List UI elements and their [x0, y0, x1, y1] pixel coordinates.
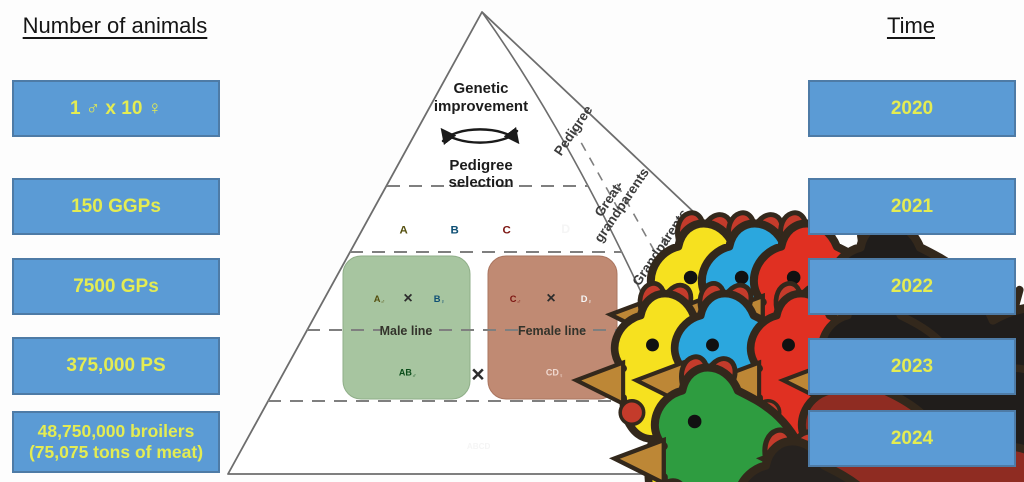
count-box-label: 375,000 PS	[66, 355, 166, 377]
chicken-cd-icon: CD♀	[546, 356, 1024, 482]
pedigree-selection-label2: selection	[448, 174, 513, 191]
cross-symbol: ×	[546, 290, 555, 307]
chicken-c-icon: C	[503, 212, 1024, 482]
count-box-label: 7500 GPs	[73, 275, 159, 297]
cross-symbol: ×	[471, 361, 484, 387]
chicken-abcd-icon: ABCD	[467, 429, 1024, 482]
year-box: 2024	[808, 410, 1016, 467]
count-box: 150 GGPs	[12, 178, 220, 235]
year-box: 2020	[808, 80, 1016, 137]
svg-text:B: B	[451, 224, 459, 236]
count-box-label2: (75,075 tons of meat)	[28, 442, 204, 462]
chicken-a-icon: A	[400, 212, 988, 482]
male-line-label: Male line	[380, 324, 433, 338]
chicken-d-icon: D	[561, 210, 1024, 482]
cross-symbol: ×	[403, 290, 412, 307]
year-box: 2021	[808, 178, 1016, 235]
year-box: 2022	[808, 258, 1016, 315]
count-box: 48,750,000 broilers (75,075 tons of meat…	[12, 411, 220, 473]
chicken-d-female-icon: D♀	[581, 282, 1024, 482]
genetic-improvement-label2: improvement	[434, 98, 528, 115]
chicken-ab-icon: AB♂	[399, 356, 992, 482]
year-box-label: 2022	[890, 275, 934, 297]
svg-text:A: A	[400, 224, 408, 236]
svg-text:CD♀: CD♀	[546, 368, 564, 380]
svg-text:B♀: B♀	[434, 294, 445, 306]
count-box: 1 ♂ x 10 ♀	[12, 80, 220, 137]
chicken-b-icon: B	[451, 212, 1024, 482]
svg-text:A♂: A♂	[374, 294, 385, 306]
count-box-label: 48,750,000 broilers	[37, 420, 195, 441]
animals-header: Number of animals	[22, 13, 208, 38]
female-line-label: Female line	[518, 324, 586, 338]
genetic-improvement-label: Genetic	[453, 80, 508, 97]
chicken-c-male-icon: C♂	[510, 282, 1024, 482]
svg-text:D: D	[561, 222, 570, 236]
year-box-label: 2020	[890, 97, 934, 119]
time-header: Time	[886, 13, 936, 38]
svg-text:D♀: D♀	[581, 294, 592, 306]
svg-text:AB♂: AB♂	[399, 368, 417, 380]
count-box-label: 1 ♂ x 10 ♀	[70, 97, 162, 119]
svg-text:ABCD: ABCD	[467, 442, 491, 451]
cycle-arrows-icon	[440, 126, 520, 146]
year-box-label: 2023	[890, 355, 934, 377]
count-box: 7500 GPs	[12, 258, 220, 315]
pedigree-selection-label: Pedigree	[449, 157, 512, 174]
year-box-label: 2021	[890, 195, 934, 217]
year-box: 2023	[808, 338, 1016, 395]
chicken-a-male-icon: A♂	[374, 282, 936, 482]
svg-text:C♂: C♂	[510, 294, 521, 306]
year-box-label: 2024	[890, 427, 934, 449]
count-box-label: 150 GGPs	[71, 195, 161, 217]
count-box: 375,000 PS	[12, 337, 220, 395]
chicken-b-female-icon: B♀	[434, 282, 996, 482]
svg-text:C: C	[503, 224, 511, 236]
